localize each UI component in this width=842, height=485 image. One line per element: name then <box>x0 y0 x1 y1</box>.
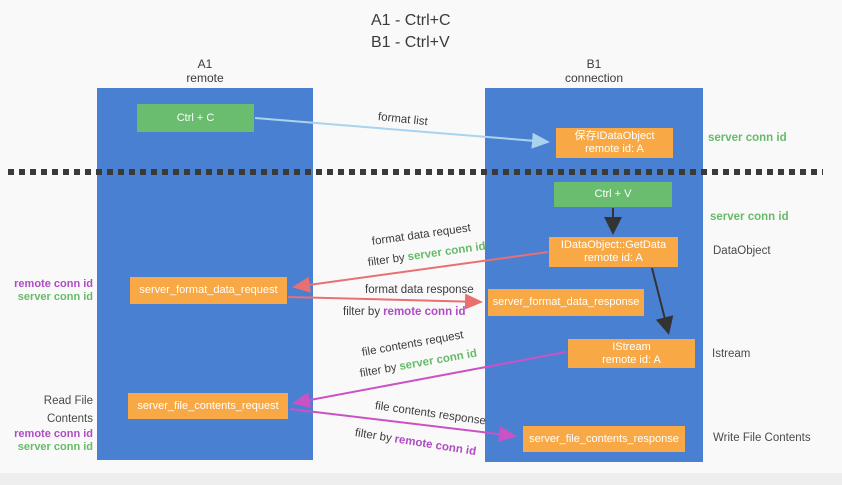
label-block-format-conn-ids: remote conn id server conn id <box>0 278 93 304</box>
page-title: A1 - Ctrl+C B1 - Ctrl+V <box>371 10 451 54</box>
node-istream-line2: remote id: A <box>602 353 661 366</box>
label-write-file-contents: Write File Contents <box>713 432 811 444</box>
node-ctrl-v-label: Ctrl + V <box>594 188 632 200</box>
node-server-format-data-response: server_format_data_response <box>488 289 644 316</box>
filter-by-text-3: filter by <box>358 361 398 380</box>
node-server-file-contents-request: server_file_contents_request <box>128 393 288 419</box>
node-save-line2: remote id: A <box>585 143 644 155</box>
label-remote-conn-id-2: remote conn id <box>14 428 93 440</box>
lane-b1-name: B1 <box>586 57 602 71</box>
node-getdata-line2: remote id: A <box>584 252 643 264</box>
lane-header-a1: A1 remote <box>160 57 250 85</box>
lane-header-b1: B1 connection <box>549 57 639 85</box>
filter-value-remote-2: remote conn id <box>393 433 477 459</box>
lane-a1-role: remote <box>186 71 224 85</box>
filter-value-remote-1: remote conn id <box>383 306 466 318</box>
label-remote-conn-id-1: remote conn id <box>14 278 93 290</box>
node-format-response-label: server_format_data_response <box>492 296 640 308</box>
label-format-list: format list <box>377 111 429 129</box>
label-dataobject: DataObject <box>713 245 771 257</box>
node-file-request-label: server_file_contents_request <box>137 399 279 412</box>
label-filter-by-remote-conn-id-2: filter byremote conn id <box>354 427 477 458</box>
filter-value-server-2: server conn id <box>398 347 478 373</box>
label-server-conn-id-top: server conn id <box>708 132 787 144</box>
session-divider-dotted-line <box>8 169 823 175</box>
label-read-file-contents: Read File Contents <box>43 395 93 425</box>
label-file-contents-response: file contents response <box>374 400 487 428</box>
node-ctrl-c: Ctrl + C <box>137 104 254 132</box>
node-save-idataobject: 保存IDataObject remote id: A <box>556 128 673 158</box>
lane-a1-name: A1 <box>197 57 213 71</box>
label-server-conn-id-2: server conn id <box>17 441 93 453</box>
title-line-paste: B1 - Ctrl+V <box>371 34 450 51</box>
arrow-format-data-response <box>287 293 483 310</box>
node-getdata-line1: IDataObject::GetData <box>560 239 667 251</box>
node-save-line1: 保存IDataObject <box>574 130 655 142</box>
filter-by-text-2: filter by <box>343 306 381 318</box>
node-server-format-data-request: server_format_data_request <box>130 277 287 304</box>
label-block-file-conn-ids: Read File Contents remote conn id server… <box>0 392 93 454</box>
lane-b1-role: connection <box>564 71 624 85</box>
bottom-strip <box>0 473 842 485</box>
node-format-request-label: server_format_data_request <box>139 284 278 296</box>
node-istream: IStream remote id: A <box>568 339 695 368</box>
node-idataobject-getdata: IDataObject::GetData remote id: A <box>549 237 678 267</box>
label-server-conn-id-1: server conn id <box>17 291 93 303</box>
node-ctrl-v: Ctrl + V <box>554 182 672 207</box>
node-istream-line1: IStream <box>612 340 651 353</box>
node-server-file-contents-response: server_file_contents_response <box>523 426 685 452</box>
node-ctrl-c-label: Ctrl + C <box>176 111 215 124</box>
node-file-response-label: server_file_contents_response <box>529 432 679 445</box>
filter-value-server-1: server conn id <box>406 240 487 264</box>
label-server-conn-id-mid: server conn id <box>710 211 789 223</box>
filter-by-text-1: filter by <box>367 251 406 269</box>
label-istream: Istream <box>712 348 751 360</box>
filter-by-text-4: filter by <box>354 427 393 445</box>
label-format-data-response: format data response <box>365 284 474 296</box>
title-line-copy: A1 - Ctrl+C <box>371 12 451 29</box>
